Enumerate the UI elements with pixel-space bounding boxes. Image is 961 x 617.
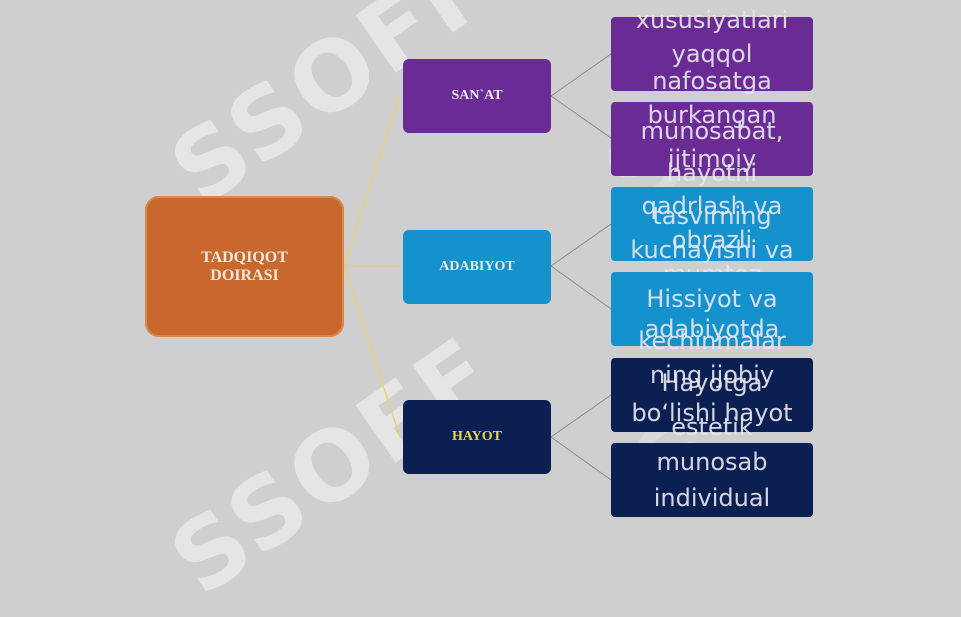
leaf-node-1: xususiyatlari yaqqol [611,6,813,91]
leaf-text-line: estetik [671,413,753,441]
leaf-text-line: nafosatga [652,67,772,95]
branch-node-hayot: HAYOT [403,400,551,474]
leaf-node-5: ning ijobiy Hayotga bo‘lishi hayot estet… [611,358,813,441]
connector-root-hayot [343,265,401,438]
leaf-text-line: adabiyotda [644,315,780,343]
leaf-text-line: ijtimoiy [667,145,757,173]
connector-hayot-leaf6 [550,436,612,481]
leaf-text-line: bo‘lishi hayot [631,399,793,427]
connector-sanat-leaf2 [550,95,612,139]
leaf-text-line: ning ijobiy [649,361,775,389]
leaf-node-3: qadrlash va tasvirning obrazli kuchayish… [611,187,813,288]
connector-lines [343,53,612,481]
branch-node-sanat: SAN`AT [403,59,551,133]
leaf-text-line: xususiyatlari [635,6,789,34]
diagram-canvas: SSOFF SSOFF S S TADQIQOT DOIRASI SAN`AT … [145,0,813,617]
root-label: TADQIQOT DOIRASI [201,248,288,284]
leaf-text-line: yaqqol [671,40,753,68]
branch-label: ADABIYOT [439,259,515,274]
leaf-node-4: Hissiyot va adabiyotda kechinmalar [611,272,813,355]
leaf-text-line: tasvirning [652,202,772,230]
leaf-text-line: Hayotga [661,369,763,397]
leaf-node-2: nafosatga burkangan munosabat, ijtimoiy … [611,67,813,187]
leaf-node-6: munosab individual [611,443,813,517]
leaf-text-line: obrazli [671,226,753,254]
leaf-text-line: kechinmalar [638,327,786,355]
connector-hayot-leaf5 [550,394,612,438]
connector-adabiyot-leaf4 [550,265,612,310]
connector-sanat-leaf1 [550,53,612,97]
connector-adabiyot-leaf3 [550,223,612,267]
branch-label: HAYOT [451,429,503,444]
leaf-text-line: munosabat, [640,117,784,145]
leaf-text-line: qadrlash va [641,192,783,220]
branch-node-adabiyot: ADABIYOT [403,230,551,304]
branch-label: SAN`AT [451,88,503,103]
leaf-text-line: Hissiyot va [646,285,778,313]
leaf-text-line: kuchayishi va [630,236,794,264]
leaf-text-line: munosab [656,448,768,476]
leaf-text-line: individual [653,484,771,512]
leaf-text-line: hayotni [666,159,758,187]
root-node: TADQIQOT DOIRASI [145,196,344,337]
leaf-text-line: burkangan [647,101,777,129]
connector-root-sanat [343,95,401,267]
